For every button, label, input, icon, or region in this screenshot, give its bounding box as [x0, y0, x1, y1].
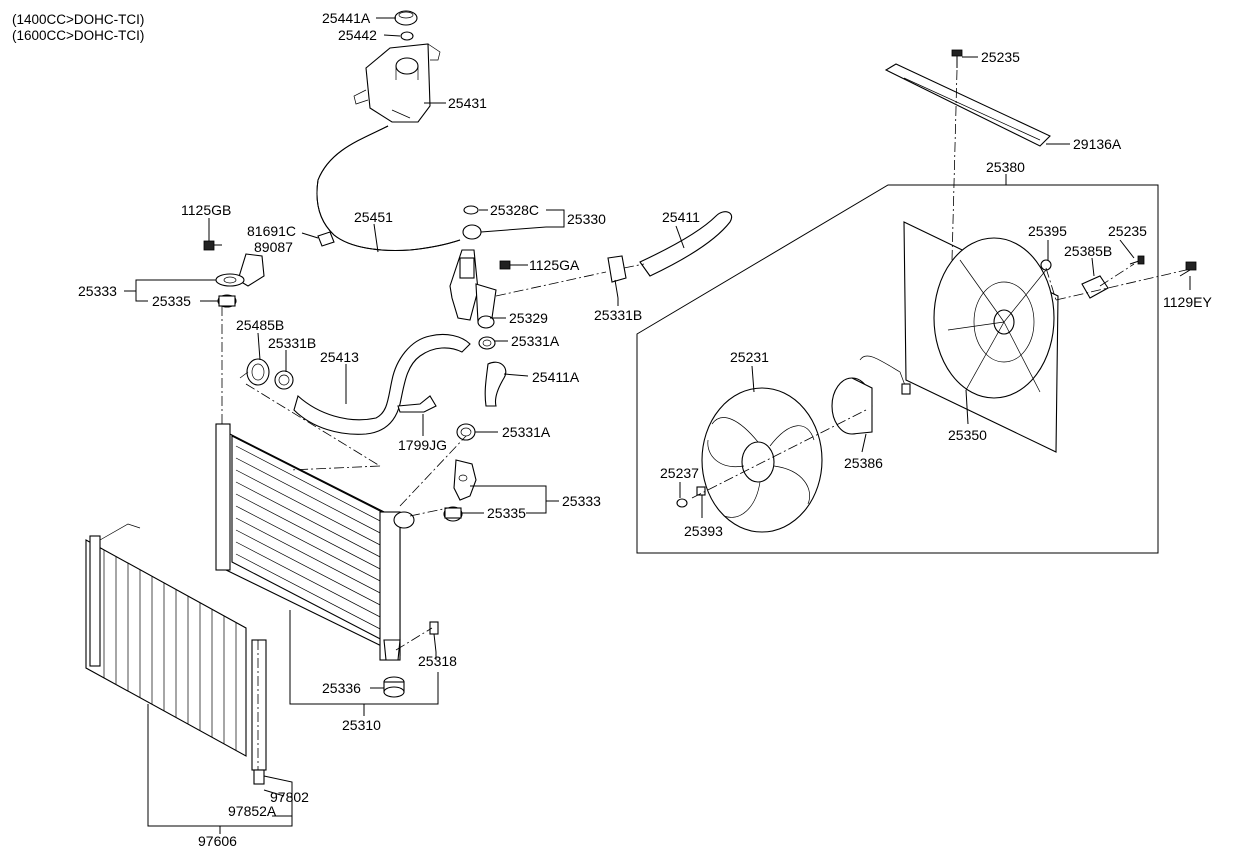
label-25411: 25411 [662, 209, 700, 225]
label-25485B: 25485B [236, 317, 284, 333]
label-25413: 25413 [320, 349, 359, 365]
sensor-1799JG [397, 395, 437, 413]
cap-seal-ring-25442 [400, 31, 414, 41]
hose-clamp-25331B-left [274, 370, 294, 390]
leader-lines [124, 17, 1191, 834]
fan-assembly-box-25380 [636, 184, 1159, 554]
label-25451: 25451 [354, 209, 393, 225]
label-25335-right: 25335 [487, 505, 526, 521]
label-25393: 25393 [684, 523, 723, 539]
label-25411A: 25411A [532, 369, 580, 385]
label-29136A: 29136A [1073, 136, 1122, 152]
bracket-25333-left [215, 253, 265, 287]
label-25331B-right: 25331B [594, 307, 642, 323]
drier-plug-97802 [253, 769, 265, 785]
reservoir-cap-25441A [394, 10, 418, 26]
label-97852A: 97852A [228, 803, 277, 819]
label-25385B: 25385B [1064, 243, 1112, 259]
label-25331B-left: 25331B [268, 335, 316, 351]
cap-housing-25330 [462, 224, 482, 240]
label-97606: 97606 [198, 833, 237, 848]
label-25318: 25318 [418, 653, 457, 669]
cap-25328C [463, 205, 479, 215]
fan-shroud-25350 [903, 221, 1059, 453]
label-81691C: 81691C [247, 223, 296, 239]
grommet-25395 [1040, 259, 1052, 271]
cooling-fan-25231 [701, 387, 823, 533]
label-25386: 25386 [844, 455, 883, 471]
label-25235-side: 25235 [1108, 223, 1147, 239]
bracket-25333-right [453, 459, 477, 501]
label-25231: 25231 [730, 349, 769, 365]
label-1125GA: 1125GA [529, 257, 580, 273]
insulator-25336 [383, 676, 405, 698]
label-25328C: 25328C [490, 202, 539, 218]
label-25331A-top: 25331A [511, 333, 560, 349]
label-25395: 25395 [1028, 223, 1067, 239]
label-1129EY: 1129EY [1163, 294, 1212, 310]
condenser-97606 [85, 523, 267, 771]
engine-variant-2: (1600CC>DOHC-TCI) [12, 28, 144, 43]
label-1799JG: 1799JG [398, 437, 447, 453]
drain-plug-25318 [429, 621, 439, 653]
label-25310: 25310 [342, 717, 381, 733]
resistor-25385B [1081, 275, 1109, 299]
label-97802: 97802 [270, 789, 309, 805]
label-25380: 25380 [986, 159, 1025, 175]
hose-clamp-25331B-right [607, 255, 627, 299]
radiator-25310 [215, 423, 415, 661]
label-25431: 25431 [448, 95, 487, 111]
clip-81691C [317, 231, 335, 247]
label-1125GB: 1125GB [181, 202, 231, 218]
label-89087: 89087 [254, 239, 293, 255]
lower-hose-25411A [484, 361, 507, 407]
hose-clamp-25331A-mid [456, 423, 476, 441]
label-25235-top: 25235 [981, 49, 1020, 65]
nut-25237 [676, 498, 688, 508]
insulator-25335-left [217, 294, 237, 308]
label-25336: 25336 [322, 680, 361, 696]
hose-clamp-25485B [239, 358, 270, 386]
lower-hose-25413 [293, 333, 471, 435]
label-25330: 25330 [567, 211, 606, 227]
air-guard-29136A [884, 63, 1051, 147]
fan-motor-25386 [831, 355, 911, 435]
bolt-1129EY [1179, 261, 1197, 277]
label-25329: 25329 [509, 310, 548, 326]
label-25350: 25350 [948, 427, 987, 443]
label-25333-left: 25333 [78, 283, 117, 299]
part-labels: 25441A 25442 25431 25451 25328C 25330 11… [78, 10, 1212, 848]
label-25237: 25237 [660, 465, 699, 481]
label-25441A: 25441A [322, 10, 371, 26]
label-25335-left: 25335 [152, 293, 191, 309]
bolt-1125GA [499, 260, 522, 270]
label-25442: 25442 [338, 27, 377, 43]
label-25333-right: 25333 [562, 493, 601, 509]
engine-variant-1: (1400CC>DOHC-TCI) [12, 12, 144, 27]
bolt-1125GB [203, 240, 222, 251]
screw-25235-top [951, 49, 963, 68]
reference-lines [221, 69, 1187, 770]
label-25331A-mid: 25331A [502, 424, 551, 440]
hose-clamp-25331A-top [478, 336, 496, 350]
screw-25235-side [1129, 255, 1145, 265]
insulator-25335-right [443, 506, 463, 522]
overflow-hose-25451 [316, 125, 461, 251]
reservoir-tank-25431 [353, 43, 441, 123]
thermostat-housing-25329 [449, 249, 497, 329]
